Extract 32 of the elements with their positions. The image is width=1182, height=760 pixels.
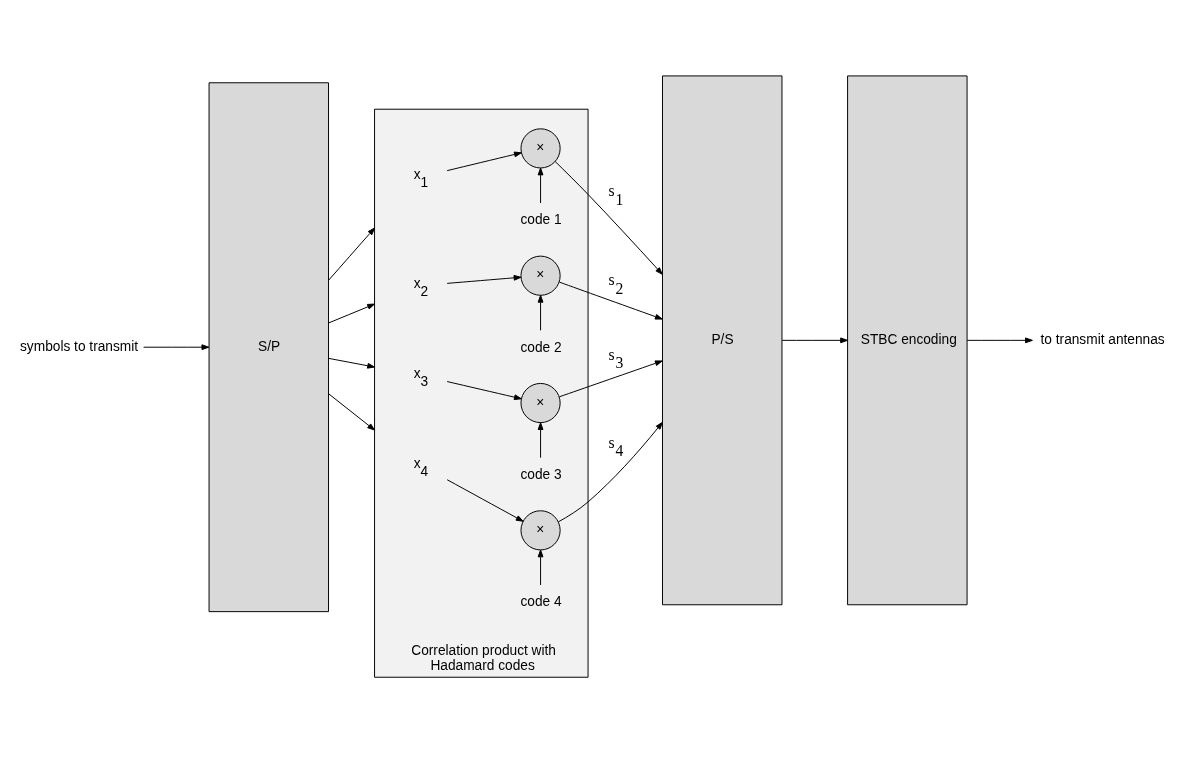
node-text: code 3 xyxy=(520,466,562,482)
arrow xyxy=(537,294,544,331)
node-box: P/S xyxy=(662,74,783,605)
arrow xyxy=(537,549,544,585)
arrow xyxy=(143,343,210,350)
arrow xyxy=(446,151,522,171)
arrow xyxy=(446,274,522,284)
arrow xyxy=(781,336,848,343)
arrow xyxy=(328,303,376,323)
node-circle: × xyxy=(520,127,561,168)
arrow xyxy=(558,281,663,320)
arrow xyxy=(966,336,1033,343)
node-circle: × xyxy=(520,509,561,550)
node-circle: × xyxy=(520,255,561,296)
node-text: code 4 xyxy=(520,593,562,609)
node-circle: × xyxy=(520,382,561,423)
node-text: symbols to transmit xyxy=(20,338,139,354)
arrow xyxy=(537,167,544,203)
arrow xyxy=(328,357,376,369)
node-box: STBC encoding xyxy=(847,74,968,605)
arrow xyxy=(446,478,524,522)
arrow xyxy=(554,160,663,275)
arrow xyxy=(537,421,544,458)
node-text: to transmit antennas xyxy=(1040,331,1165,347)
node-text: code 2 xyxy=(520,339,562,355)
arrow xyxy=(328,227,376,281)
arrow xyxy=(446,380,522,400)
arrow xyxy=(558,359,663,397)
arrow xyxy=(557,421,663,522)
arrow xyxy=(328,392,376,431)
node-text: code 1 xyxy=(520,211,562,227)
node-box: S/P xyxy=(208,81,329,612)
